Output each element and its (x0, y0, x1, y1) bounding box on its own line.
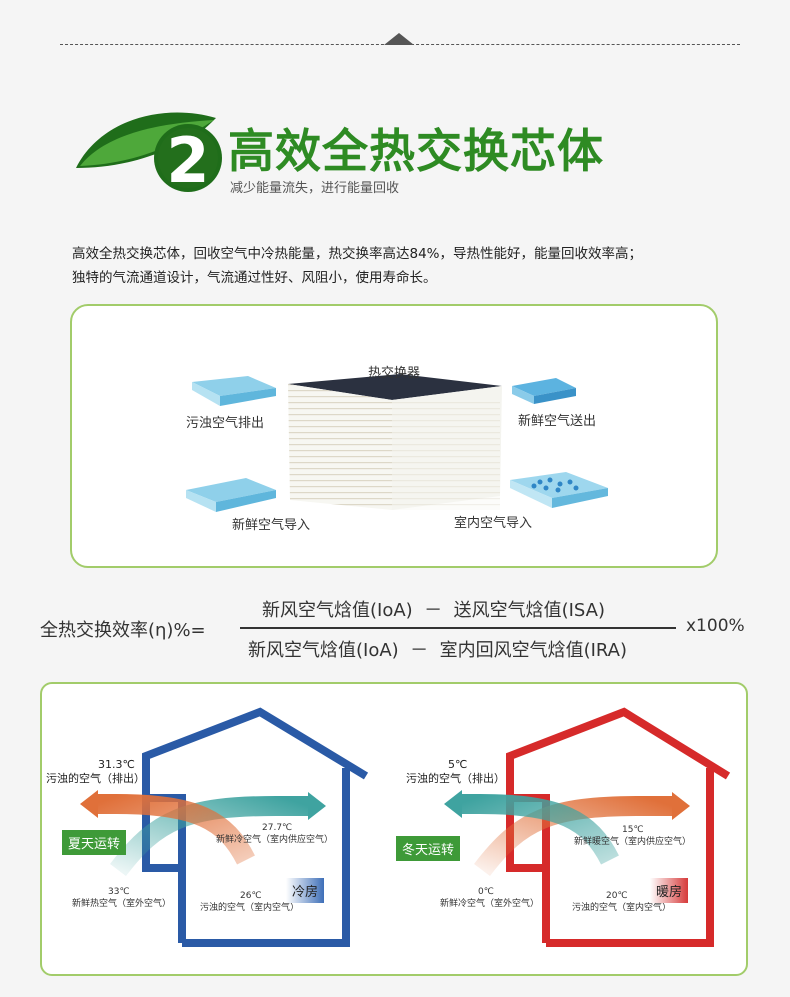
exhaust-out-label: 污浊空气排出 (186, 416, 265, 431)
winter-indoor-temp: 20℃ (606, 891, 628, 901)
formula-numerator: 新风空气焓值(IoA) － 送风空气焓值(ISA) (262, 600, 605, 621)
page-title: 高效全热交换芯体 (228, 124, 604, 178)
winter-exhaust-temp: 5℃ (448, 758, 468, 771)
winter-outdoor-temp: 0℃ (478, 887, 494, 897)
summer-indoor-temp: 26℃ (240, 891, 262, 901)
fresh-out-airflow-slab (512, 378, 576, 404)
indoor-in-label: 室内空气导入 (454, 516, 533, 531)
summer-outdoor-temp: 33℃ (108, 887, 130, 897)
winter-heating-badge: 暖房 (650, 878, 689, 903)
badge-number: 2 (166, 124, 209, 194)
winter-supply-label: 新鲜暖空气（室内供应空气） (574, 837, 692, 847)
heat-exchanger-core (288, 374, 502, 510)
winter-house-diagram (444, 707, 731, 947)
formula-multiplier: x100% (686, 616, 745, 636)
page-subtitle: 减少能量流失，进行能量回收 (230, 181, 400, 196)
summer-outdoor-label: 新鲜热空气（室外空气） (72, 899, 172, 909)
summer-cooling-badge: 冷房 (286, 878, 325, 903)
winter-outdoor-label: 新鲜冷空气（室外空气） (440, 899, 540, 909)
formula-fraction-bar (240, 627, 676, 629)
winter-exhaust-label: 污浊的空气（排出） (406, 772, 505, 785)
summer-mode-label: 夏天运转 (62, 830, 127, 855)
fresh-in-airflow-slab (186, 478, 276, 512)
fresh-in-label: 新鲜空气导入 (232, 518, 311, 533)
intro-line-2: 独特的气流通道设计，气流通过性好、风阻小，使用寿命长。 (72, 270, 437, 286)
winter-supply-temp: 15℃ (622, 825, 644, 835)
indoor-in-airflow-slab (510, 472, 608, 508)
winter-indoor-label: 污浊的空气（室内空气） (572, 903, 672, 913)
summer-indoor-label: 污浊的空气（室内空气） (200, 903, 300, 913)
divider-triangle-icon (384, 33, 414, 45)
winter-mode-label: 冬天运转 (396, 836, 461, 861)
summer-house-diagram (80, 707, 369, 947)
intro-line-1: 高效全热交换芯体，回收空气中冷热能量，热交换率高达84%，导热性能好，能量回收效… (72, 246, 643, 262)
intro-paragraph: 高效全热交换芯体，回收空气中冷热能量，热交换率高达84%，导热性能好，能量回收效… (72, 242, 732, 290)
summer-supply-temp: 27.7℃ (262, 823, 293, 833)
fresh-out-label: 新鲜空气送出 (518, 414, 597, 429)
formula-left: 全热交换效率(η)%= (40, 620, 206, 641)
summer-supply-label: 新鲜冷空气（室内供应空气） (216, 835, 334, 845)
core-label: 热交换器 (368, 366, 421, 381)
formula-denominator: 新风空气焓值(IoA) － 室内回风空气焓值(IRA) (248, 640, 628, 661)
leaf-number-badge: 2 (76, 112, 222, 194)
summer-exhaust-label: 污浊的空气（排出） (46, 772, 145, 785)
summer-exhaust-temp: 31.3℃ (98, 758, 135, 771)
exhaust-airflow-slab (192, 376, 276, 406)
